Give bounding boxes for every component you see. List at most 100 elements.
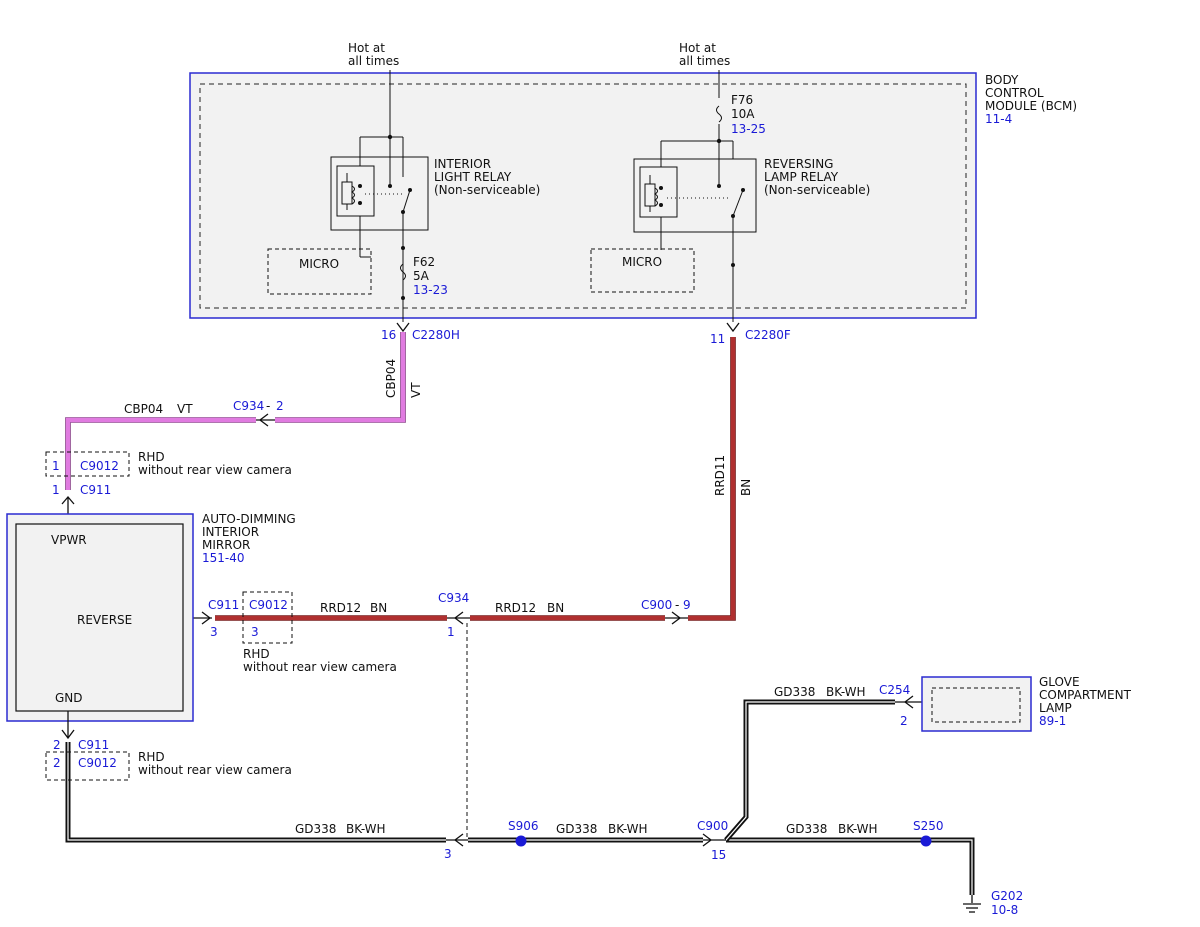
c254-connector-icon [895,695,922,709]
gd338-1-color: BK-WH [346,822,386,836]
cbp04-horizontal-color: VT [177,402,193,416]
reversing-relay-label-1: REVERSING [764,157,833,171]
s906-label[interactable]: S906 [508,819,539,833]
bcm-module [189,72,977,319]
fuse-f62-rating: 5A [413,269,430,283]
rrd12-right-circuit: RRD12 [495,601,536,615]
mid-c9012-pin: 3 [251,625,259,639]
c2280f-pin: 11 [710,332,725,346]
bot-rhd-label: RHD [138,750,165,764]
mirror-name-line2: INTERIOR [202,525,259,539]
mid-c9012-dashed-box [242,591,293,644]
c900-9-connector[interactable]: C900 [641,598,672,612]
c254-connector[interactable]: C254 [879,683,910,697]
c900-15-pin: 15 [711,848,726,862]
c900-9-pin: 9 [683,598,691,612]
mirror-vpwr-pin: VPWR [51,533,87,547]
top-c911-connector[interactable]: C911 [80,483,111,497]
micro-left-label: MICRO [299,257,339,271]
reversing-relay-label-2: LAMP RELAY [764,170,839,184]
s250-splice[interactable] [920,835,932,847]
bcm-inner-dashed-box [199,83,967,309]
fuse-f62-name: F62 [413,255,435,269]
c900-15-connector[interactable]: C900 [697,819,728,833]
mid-rhd-note: without rear view camera [243,660,397,674]
hot-left-line2: all times [348,54,399,68]
wire-rrd11-bn[interactable] [688,337,736,621]
reversing-relay-coil-icon [644,175,658,212]
bot-c911-pin: 2 [53,738,61,752]
reversing-relay-junction-dots [659,138,745,267]
interior-relay-coil-icon [341,173,355,210]
bcm-name-line2: CONTROL [985,86,1044,100]
fuse-f62-ref[interactable]: 13-23 [413,283,448,297]
glove-lamp-ref[interactable]: 89-1 [1039,714,1066,728]
c934-2-connector[interactable]: C934 [233,399,264,413]
bot-rhd-note: without rear view camera [138,763,292,777]
bcm-name-line3: MODULE (BCM) [985,99,1077,113]
c934-3-pin: 3 [444,847,452,861]
c934-2-pin: 2 [276,399,284,413]
g202-label[interactable]: G202 [991,889,1023,903]
glove-lamp-name-1: GLOVE [1039,675,1080,689]
glove-lamp-outer-box [921,676,1032,732]
c900-9-connector-icon [665,611,688,625]
bot-c911-connector[interactable]: C911 [78,738,109,752]
cbp04-horizontal-circuit: CBP04 [124,402,163,416]
hot-right-line2: all times [679,54,730,68]
mid-c911-connector[interactable]: C911 [208,598,239,612]
mirror-ref[interactable]: 151-40 [202,551,245,565]
gd338-2-color: BK-WH [608,822,648,836]
bcm-ref[interactable]: 11-4 [985,112,1012,126]
c900-15-connector-icon [702,833,726,847]
wire-bn-outline [215,337,736,621]
hot-right-line1: Hot at [679,41,716,55]
fuse-f76-name: F76 [731,93,753,107]
interior-relay-junction-dots [358,134,412,300]
glove-lamp-inner-box [931,687,1021,723]
fuse-f76-rating: 10A [731,107,755,121]
ground-icon [963,895,981,913]
wire-cbp04-outline [65,332,406,490]
bcm-outer-box [189,72,977,319]
top-c911-pin: 1 [52,483,60,497]
c2280h-pin: 16 [381,328,396,342]
mirror-name-line3: MIRROR [202,538,250,552]
top-rhd-label: RHD [138,450,165,464]
top-c911-arrow-icon [61,496,75,515]
c2280f-connector[interactable]: C2280F [745,328,791,342]
interior-relay-label-2: LIGHT RELAY [434,170,512,184]
mid-c9012-connector[interactable]: C9012 [249,598,288,612]
c2280f-arrow-icon [726,322,740,333]
gd338-4-color: BK-WH [826,685,866,699]
micro-left-box [267,248,372,295]
s250-label[interactable]: S250 [913,819,944,833]
c934-1-connector-icon [447,611,470,625]
mirror-gnd-pin: GND [55,691,83,705]
bot-c9012-pin: 2 [53,756,61,770]
rrd12-left-circuit: RRD12 [320,601,361,615]
c2280h-connector[interactable]: C2280H [412,328,460,342]
c254-pin: 2 [900,714,908,728]
cbp04-vertical-circuit: CBP04 [384,359,398,398]
bot-c9012-connector[interactable]: C9012 [78,756,117,770]
rrd12-left-color: BN [370,601,387,615]
mirror-inner-box [15,523,184,712]
rrd11-color: BN [739,479,753,496]
top-c9012-connector[interactable]: C9012 [80,459,119,473]
rrd11-circuit: RRD11 [713,455,727,496]
c934-3-connector-icon [446,833,468,847]
wire-gd338-bk-wh[interactable] [65,699,975,895]
mirror-reverse-pin: REVERSE [77,613,132,627]
c934-2-connector-icon [256,413,275,427]
top-c9012-pin: 1 [52,459,60,473]
top-rhd-note: without rear view camera [138,463,292,477]
s906-splice[interactable] [515,835,527,847]
c934-1-connector[interactable]: C934 [438,591,469,605]
g202-ref[interactable]: 10-8 [991,903,1018,917]
fuse-f76-ref[interactable]: 13-25 [731,122,766,136]
wire-cbp04-vt[interactable] [65,332,406,490]
interior-relay-label-3: (Non-serviceable) [434,183,540,197]
mid-rhd-label: RHD [243,647,270,661]
